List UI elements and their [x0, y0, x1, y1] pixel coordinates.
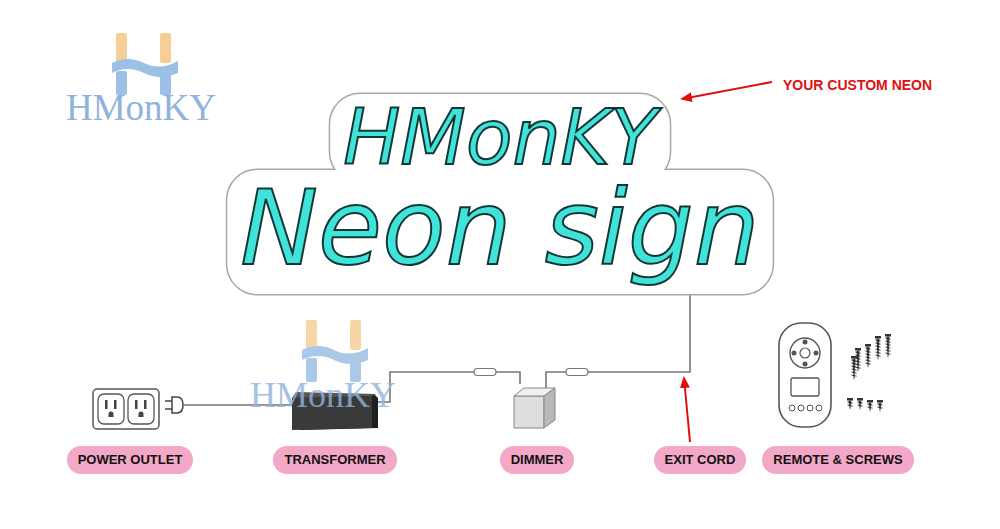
dimmer-part: DIMMER — [512, 384, 556, 430]
part-label: REMOTE & SCREWS — [762, 446, 913, 474]
part-label: EXIT CORD — [654, 446, 747, 474]
outlet-illustration — [92, 388, 196, 430]
part-label: DIMMER — [500, 446, 575, 474]
sign-fill — [330, 94, 670, 182]
watermark-text: HMonKY — [66, 86, 216, 129]
power-cord — [378, 372, 520, 402]
dimmer-illustration — [512, 384, 556, 430]
sign-fill — [227, 170, 772, 294]
remote-illustration — [776, 320, 896, 430]
part-label: POWER OUTLET — [67, 446, 194, 474]
watermark-logo — [112, 33, 178, 95]
callout-arrow — [684, 378, 690, 442]
sign-outline — [227, 170, 772, 294]
part-label: EXIT CORD — [654, 446, 747, 474]
watermark-logo — [302, 320, 368, 382]
neon-text: Neon sign — [240, 176, 759, 280]
outlet-part: POWER OUTLET — [92, 388, 196, 430]
cord-connector — [474, 369, 496, 376]
callout-arrow — [682, 82, 772, 99]
callout-text: YOUR CUSTOM NEON — [783, 77, 932, 93]
screws — [847, 334, 891, 412]
part-label: TRANSFORMER — [273, 446, 396, 474]
power-cord — [546, 294, 690, 390]
sign-outline — [330, 94, 670, 182]
neon-sign: HMonKYNeon sign — [226, 92, 774, 294]
watermark-text: HMonKY — [250, 374, 396, 416]
remote-part: REMOTE & SCREWS — [776, 320, 896, 430]
cord-connector — [566, 369, 588, 376]
neon-text: HMonKY — [343, 100, 657, 176]
